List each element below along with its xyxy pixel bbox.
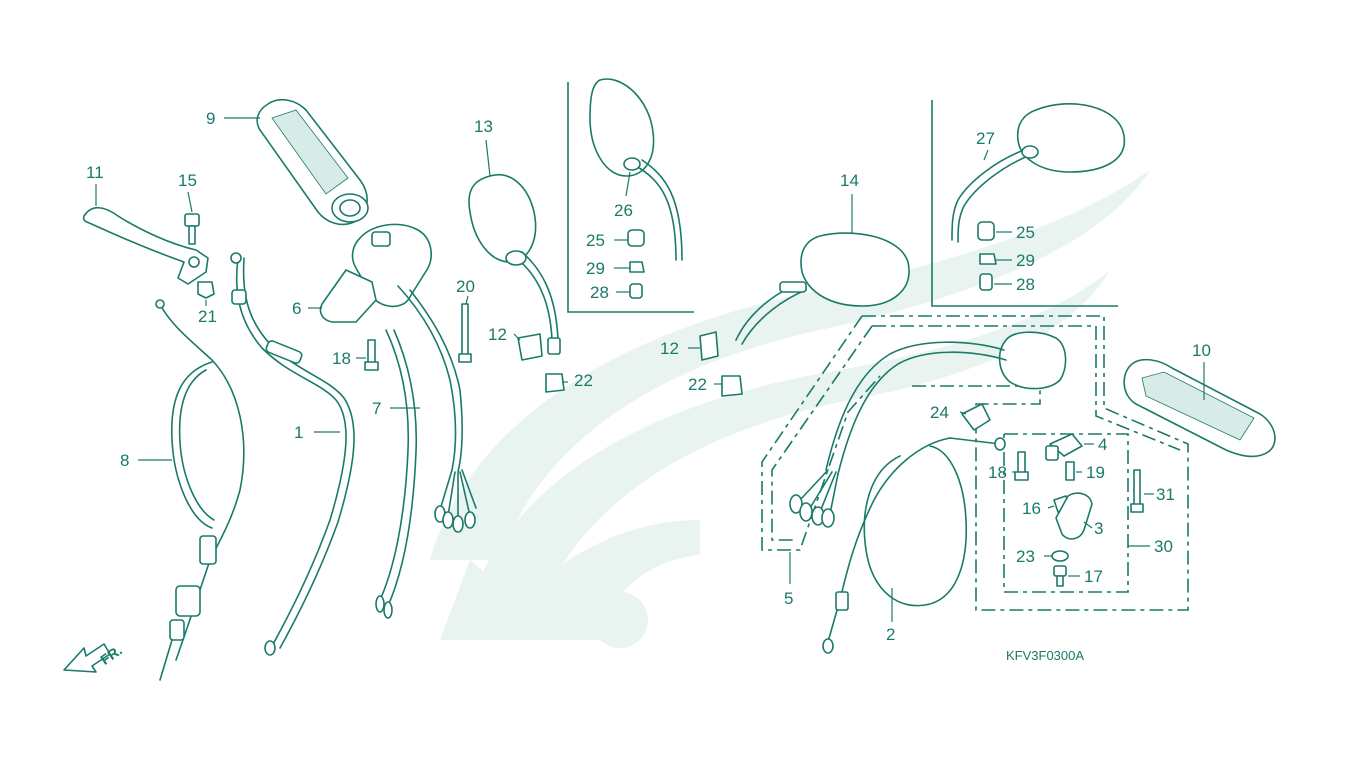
mirror-fittings-right <box>977 221 997 291</box>
callout-23: 23 <box>1016 547 1035 566</box>
callout-18-left: 18 <box>332 349 351 368</box>
callout-1: 1 <box>294 423 303 442</box>
mirror-nut-right <box>721 375 743 397</box>
bracket-long-bolt <box>1130 469 1144 513</box>
mirror-nut-left <box>545 373 565 393</box>
left-grip <box>256 98 369 226</box>
callout-22-right: 22 <box>688 375 707 394</box>
switch-screw <box>1065 461 1075 481</box>
assembly-outline-3 <box>1003 433 1129 593</box>
callout-numbers: 9 11 15 21 6 18 20 13 12 22 1 7 8 26 25 … <box>86 109 1211 644</box>
callout-12-left: 12 <box>488 325 507 344</box>
callout-5: 5 <box>784 589 793 608</box>
callout-4: 4 <box>1098 435 1107 454</box>
callout-19: 19 <box>1086 463 1105 482</box>
callout-21: 21 <box>198 307 217 326</box>
callout-2: 2 <box>886 625 895 644</box>
mirror-adapter-left <box>517 333 543 361</box>
callout-14: 14 <box>840 171 859 190</box>
callout-3: 3 <box>1094 519 1103 538</box>
brake-switch <box>1045 433 1083 461</box>
callout-13: 13 <box>474 117 493 136</box>
callout-29-right: 29 <box>1016 251 1035 270</box>
left-switch-housing <box>319 223 432 323</box>
cable-clip <box>961 403 991 431</box>
throttle-cable <box>230 252 355 656</box>
callout-28-left: 28 <box>590 283 609 302</box>
switch-screw-right <box>1014 451 1029 481</box>
leader-lines <box>95 117 1205 622</box>
callout-18-right: 18 <box>988 463 1007 482</box>
mirror-fittings-left <box>627 229 645 299</box>
callout-30: 30 <box>1154 537 1173 556</box>
housing-screw-short-left <box>364 339 379 371</box>
left-mirror-alt <box>589 78 683 261</box>
callout-8: 8 <box>120 451 129 470</box>
washer <box>1051 550 1069 562</box>
bracket-bolt <box>1053 565 1067 587</box>
callout-24: 24 <box>930 403 949 422</box>
right-grip <box>1123 358 1276 458</box>
diagram-code: KFV3F0300A <box>1006 648 1084 663</box>
callout-22-left: 22 <box>574 371 593 390</box>
callout-28-right: 28 <box>1016 275 1035 294</box>
front-direction-arrow <box>63 643 111 673</box>
right-switch-housing <box>789 331 1067 528</box>
callout-11: 11 <box>86 163 104 182</box>
callout-26: 26 <box>614 201 633 220</box>
callout-15: 15 <box>178 171 197 190</box>
callout-17: 17 <box>1084 567 1103 586</box>
frame-right-mirror <box>931 100 1118 307</box>
callout-12-right: 12 <box>660 339 679 358</box>
mirror-adapter-right <box>699 331 719 361</box>
callout-10: 10 <box>1192 341 1211 360</box>
brake-lever-bracket <box>1055 492 1093 540</box>
left-mirror <box>468 173 561 355</box>
housing-screw-long <box>458 303 472 363</box>
callout-6: 6 <box>292 299 301 318</box>
callout-20: 20 <box>456 277 475 296</box>
lever-nut <box>197 281 215 299</box>
callout-9: 9 <box>206 109 215 128</box>
left-switch-harness <box>375 285 477 619</box>
callout-27: 27 <box>976 129 995 148</box>
callout-25-left: 25 <box>586 231 605 250</box>
callout-25-right: 25 <box>1016 223 1035 242</box>
brake-cable <box>822 437 1006 654</box>
right-mirror-alt <box>951 103 1126 243</box>
callout-7: 7 <box>372 399 381 418</box>
right-mirror <box>735 232 910 345</box>
clutch-lever <box>82 206 209 285</box>
callout-29-left: 29 <box>586 259 605 278</box>
lever-pivot-bolt <box>184 213 200 245</box>
clutch-cable <box>155 299 245 681</box>
frame-left-mirror <box>567 82 694 313</box>
callout-16: 16 <box>1022 499 1041 518</box>
watermark-logo <box>430 170 1150 648</box>
callout-31: 31 <box>1156 485 1175 504</box>
